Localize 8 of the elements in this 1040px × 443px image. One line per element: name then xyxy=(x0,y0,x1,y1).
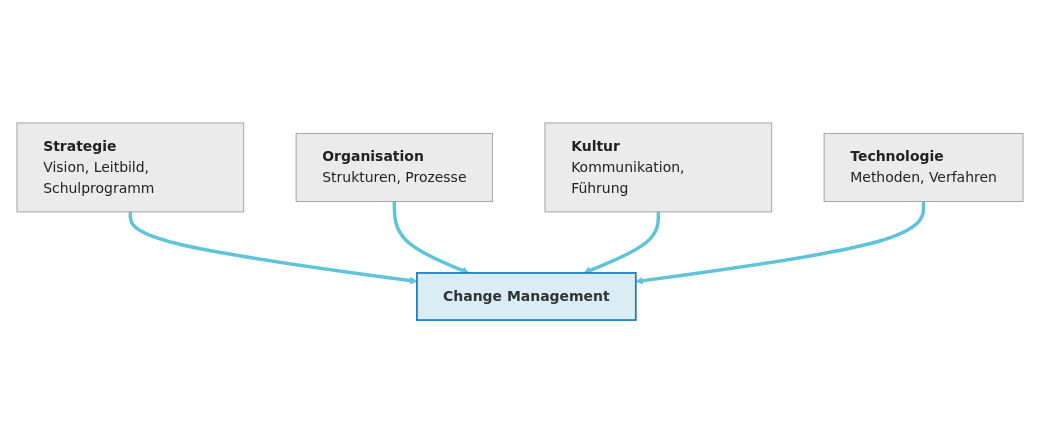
node-box: Technologie Methoden, Verfahren xyxy=(823,132,1024,202)
node-box: Organisation Strukturen, Prozesse xyxy=(295,132,494,202)
node-box: Strategie Vision, Leitbild, Schulprogramm xyxy=(16,122,245,213)
arrow xyxy=(583,211,661,274)
node-box: Change Management xyxy=(416,272,637,321)
arrow xyxy=(392,201,470,274)
node-box: Kultur Kommunikation, Führung xyxy=(544,122,773,213)
arrow xyxy=(635,201,926,285)
